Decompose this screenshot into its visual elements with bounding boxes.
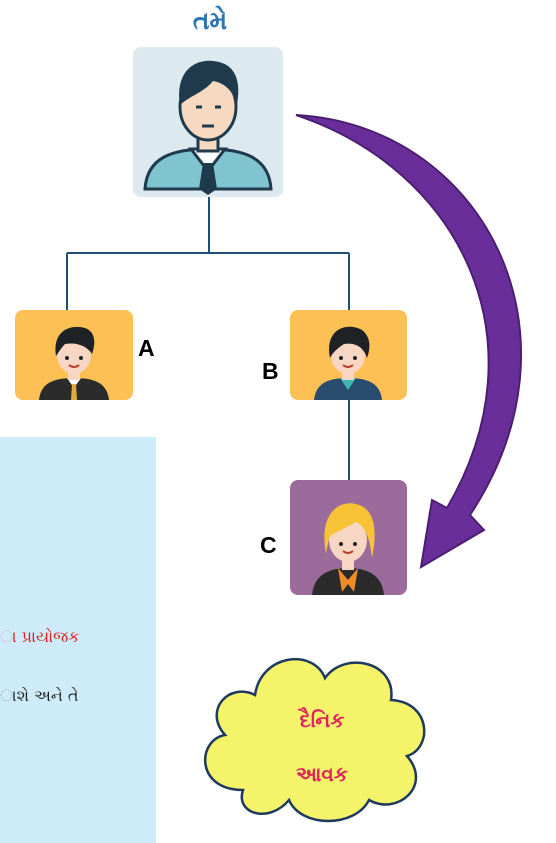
cloud-shape-icon: [204, 657, 426, 823]
node-you: [133, 47, 283, 197]
info-panel-line-1: ા પ્રાયોજક: [0, 627, 80, 646]
boy-avatar-icon: [39, 326, 109, 400]
node-a: [15, 310, 133, 400]
cloud-line-1: દૈનિક: [299, 708, 345, 732]
node-b-label: B: [262, 358, 279, 384]
node-a-label: A: [138, 335, 155, 361]
node-c: [290, 480, 407, 595]
node-c-label: C: [260, 532, 277, 558]
man-tie-avatar-icon: [143, 60, 273, 195]
cloud-line-2: આવક: [295, 762, 349, 786]
girl-avatar-icon: [314, 326, 382, 400]
page-title: તમે: [192, 6, 228, 35]
woman-avatar-icon: [312, 503, 384, 595]
info-panel: ા પ્રાયોજક ાશે અને તે: [0, 437, 156, 843]
info-panel-line-2: ાશે અને તે: [0, 686, 79, 705]
curved-arrow-icon: [295, 114, 522, 569]
node-b: [290, 310, 407, 400]
